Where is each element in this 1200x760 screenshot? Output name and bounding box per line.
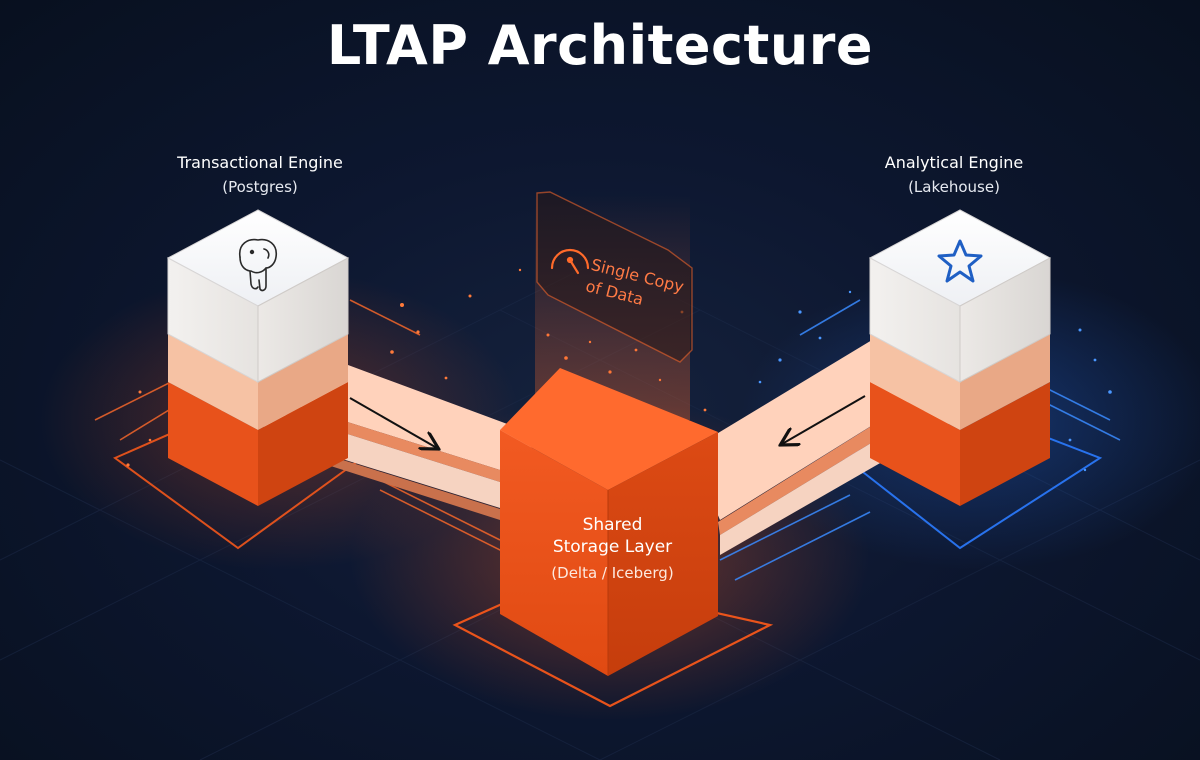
storage-label-line3: (Delta / Iceberg) — [551, 564, 674, 582]
arrow-to-storage-left — [349, 397, 437, 448]
storage-label-line1: Shared — [582, 515, 643, 535]
lakehouse-star-icon — [937, 239, 983, 283]
single-copy-panel — [536, 191, 693, 363]
speedometer-icon — [550, 248, 590, 275]
postgres-elephant-icon — [238, 238, 278, 292]
transactional-engine-sub: (Postgres) — [222, 178, 298, 196]
shared-storage-label: Shared Storage Layer (Delta / Iceberg) — [500, 514, 725, 586]
blue-particles — [758, 290, 1112, 472]
shared-storage-block — [500, 368, 718, 676]
arrow-to-storage-right — [782, 395, 866, 444]
storage-label-line2: Storage Layer — [552, 537, 673, 557]
analytical-engine-sub: (Lakehouse) — [908, 178, 1000, 196]
analytical-engine-label: Analytical Engine (Lakehouse) — [824, 151, 1084, 199]
page-title: LTAP Architecture — [326, 14, 874, 77]
analytical-engine-name: Analytical Engine — [884, 153, 1024, 172]
analytical-tower — [868, 209, 1052, 506]
transactional-tower — [166, 209, 350, 506]
transactional-engine-name: Transactional Engine — [177, 153, 343, 172]
transactional-engine-label: Transactional Engine (Postgres) — [130, 151, 390, 199]
